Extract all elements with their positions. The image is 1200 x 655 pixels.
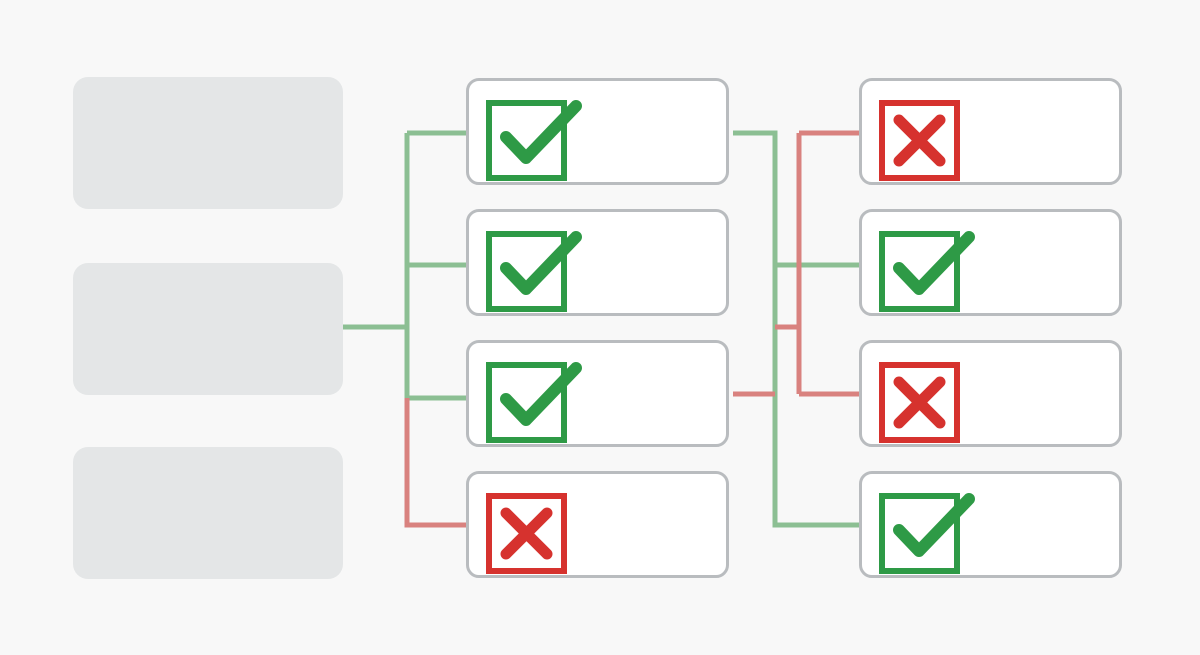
- cross-icon: [879, 100, 960, 181]
- placeholder-middle: [73, 263, 343, 395]
- col2-node-4: [859, 471, 1122, 578]
- col1-node-3: [466, 340, 729, 447]
- cross-icon: [486, 493, 567, 574]
- connector-to-col1-node4: [404, 398, 466, 528]
- check-icon: [486, 362, 582, 443]
- col1-node-1: [466, 78, 729, 185]
- placeholder-top: [73, 77, 343, 209]
- placeholder-bottom: [73, 447, 343, 579]
- check-icon: [486, 231, 582, 312]
- col1-node-2: [466, 209, 729, 316]
- check-icon: [879, 493, 975, 574]
- cross-icon: [879, 362, 960, 443]
- connector-col1-node1-out: [733, 130, 859, 528]
- check-icon: [879, 231, 975, 312]
- col2-node-3: [859, 340, 1122, 447]
- check-icon: [486, 100, 582, 181]
- col2-node-2: [859, 209, 1122, 316]
- col2-node-1: [859, 78, 1122, 185]
- col1-node-4: [466, 471, 729, 578]
